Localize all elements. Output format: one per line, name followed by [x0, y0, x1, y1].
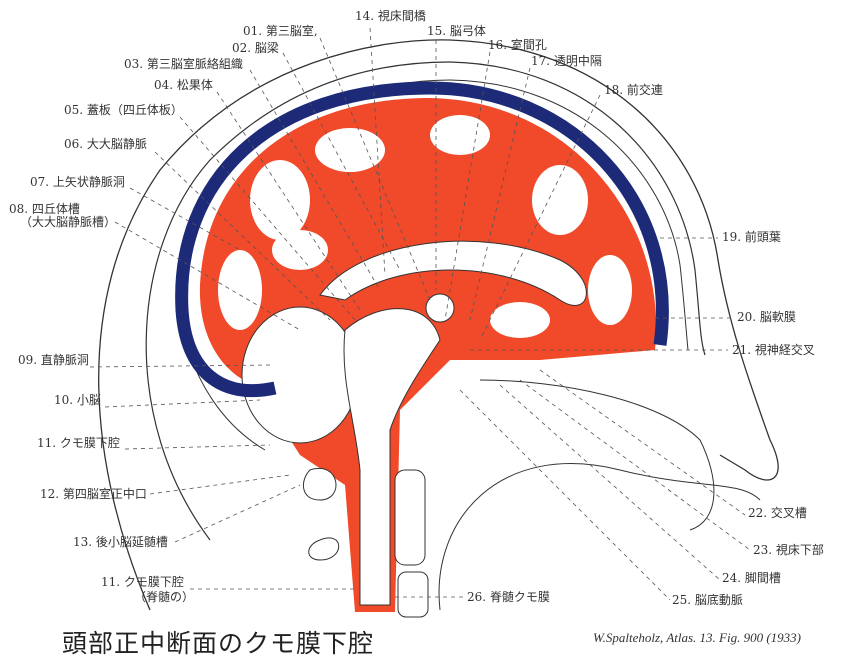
superior-sagittal-sinus	[175, 81, 669, 398]
label-subarachnoid-space: 11. クモ膜下腔	[37, 436, 120, 450]
label-chiasmatic-cistern: 22. 交叉槽	[748, 506, 807, 520]
label-tectal-plate: 05. 蓋板（四丘体板）	[64, 103, 183, 117]
label-straight-sinus: 09. 直静脈洞	[18, 353, 89, 367]
label-frontal-lobe: 19. 前頭葉	[722, 230, 781, 244]
label-quadrigeminal-cistern: 08. 四丘体槽	[9, 202, 80, 216]
label-interpeduncular-cistern: 24. 脚間槽	[722, 571, 781, 585]
cerebellum	[241, 306, 359, 444]
label-corpus-callosum: 02. 脳梁	[232, 41, 279, 55]
label-third-ventricle: 01. 第三脳室,	[243, 24, 318, 38]
corpus-callosum	[319, 240, 587, 306]
label-cisterna-magna: 13. 後小脳延髄槽	[73, 535, 168, 549]
label-anterior-commissure: 18. 前交連	[604, 83, 663, 97]
label-interthalamic-adhesion: 14. 視床間橋	[355, 9, 426, 23]
palate	[438, 463, 761, 611]
label-spinal-subarachnoid-sub: （脊髄の）	[134, 590, 195, 604]
label-hypothalamus: 23. 視床下部	[753, 543, 824, 557]
vertebrae	[302, 467, 429, 618]
thalamus	[425, 293, 455, 323]
label-spinal-subarachnoid: 11. クモ膜下腔	[101, 575, 184, 589]
label-pineal-body: 04. 松果体	[154, 78, 213, 92]
label-spinal-arachnoid: 26. 脊髄クモ膜	[467, 590, 550, 604]
label-optic-chiasm: 21. 視神経交叉	[732, 343, 815, 357]
nasal-cavity	[479, 379, 715, 531]
label-cerebellum: 10. 小脳	[54, 393, 101, 407]
scalp-outline	[98, 39, 779, 611]
brainstem-spinal-cord	[343, 308, 441, 606]
label-septum-pellucidum: 17. 透明中隔	[531, 54, 602, 68]
cerebral-gyri	[218, 115, 632, 338]
leader-lines	[89, 27, 751, 601]
label-pia-mater: 20. 脳軟膜	[737, 310, 796, 324]
figure-title: 頭部正中断面のクモ膜下腔	[62, 629, 375, 658]
figure-citation: W.Spalteholz, Atlas. 13. Fig. 900 (1933)	[593, 630, 801, 645]
label-interventricular-foramen: 16. 室間孔	[488, 38, 547, 52]
label-fornix-body: 15. 脳弓体	[427, 24, 486, 38]
label-choroid-tela: 03. 第三脳室脈絡組織	[124, 57, 243, 71]
skull-outer	[145, 61, 706, 541]
label-basilar-artery: 25. 脳底動脈	[672, 593, 743, 607]
label-quadrigeminal-cistern-sub: （大大脳静脈槽）	[20, 215, 117, 229]
label-median-aperture: 12. 第四脳室正中口	[40, 487, 147, 501]
label-great-cerebral-vein: 06. 大大脳静脈	[64, 137, 147, 151]
label-superior-sagittal-sinus: 07. 上矢状静脈洞	[30, 175, 125, 189]
